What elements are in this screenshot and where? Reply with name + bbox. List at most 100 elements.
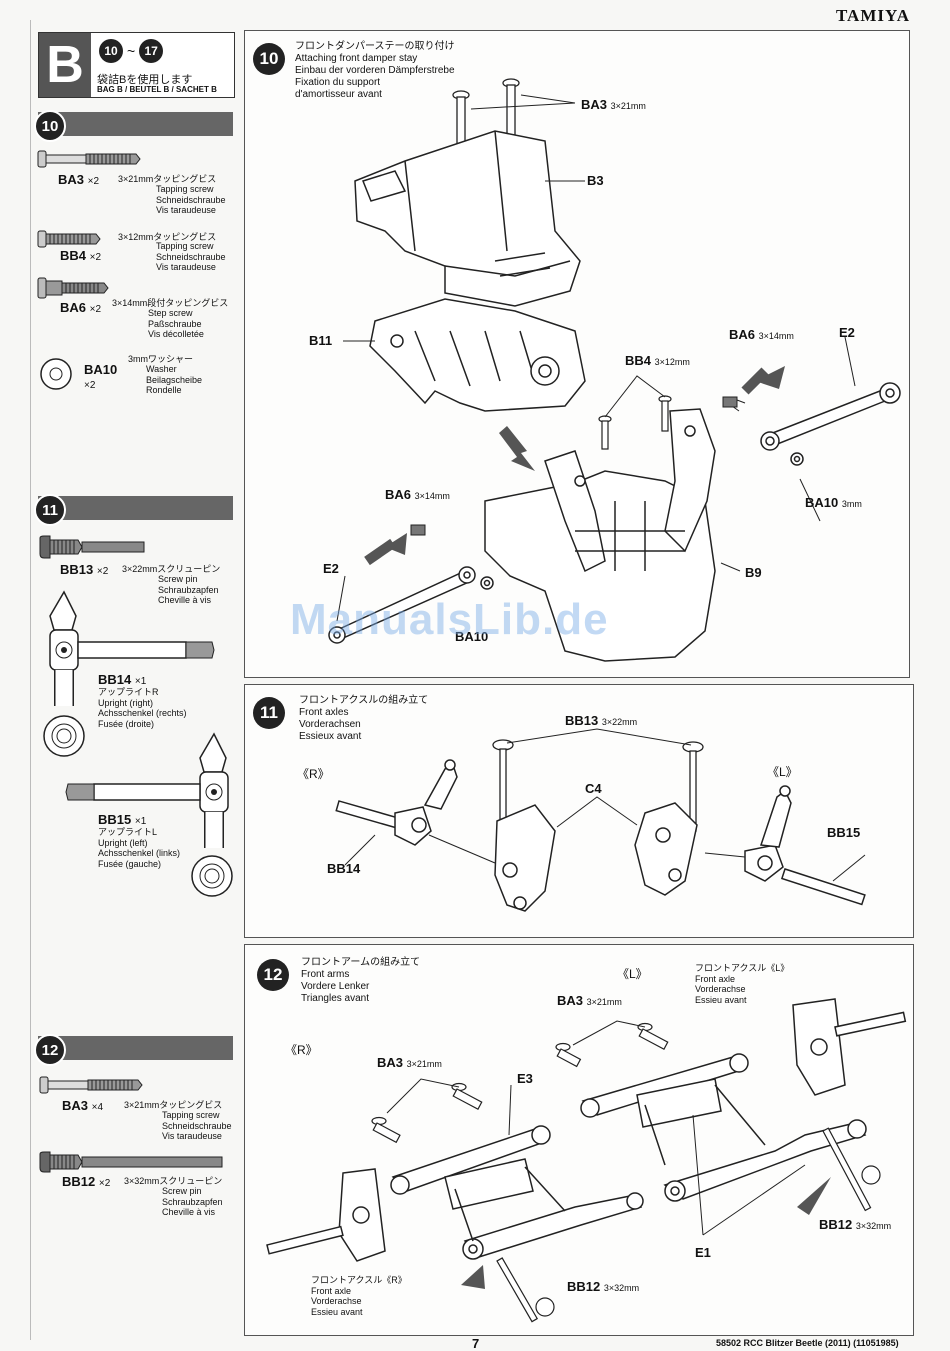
code: BA6: [60, 300, 87, 315]
parts-step-12-number: 12: [34, 1034, 66, 1066]
label-e2-left: E2: [323, 561, 339, 576]
title-de: Vordere Lenker: [301, 981, 370, 992]
qty: ×2: [84, 380, 96, 391]
step-11-panel: 11 フロントアクスルの組み立て Front axles Vorderachse…: [244, 684, 914, 938]
binding-edge: [30, 20, 31, 1340]
part-code-bb14: BB14 ×1: [98, 672, 146, 687]
code: BB15: [98, 812, 132, 827]
desc-en: Screw pin: [162, 1186, 202, 1196]
size: 3×22mm: [601, 717, 638, 727]
desc-de: Beilagscheibe: [146, 374, 203, 385]
label-bb15: BB15: [827, 825, 861, 840]
desc-fr: Fusée (gauche): [98, 858, 162, 869]
range-start: 10: [99, 39, 123, 63]
size: 3×21mm: [406, 1059, 442, 1069]
label-e1: E1: [695, 1245, 711, 1260]
desc-fr: Vis taraudeuse: [162, 1131, 222, 1141]
size: 3mm: [841, 499, 862, 509]
label-b3: B3: [587, 173, 604, 188]
code: BA3: [62, 1098, 89, 1113]
screw-ba3-icon: [37, 150, 141, 168]
code: BA3: [581, 97, 608, 112]
size: 3×12mm: [654, 357, 690, 367]
label-ba6-left: BA6 3×14mm: [385, 487, 450, 502]
title-fr-2: d'amortisseur avant: [295, 89, 382, 100]
qty: ×2: [98, 1178, 111, 1189]
code: BB12: [567, 1279, 601, 1294]
screw-pin-bb13-icon: [39, 535, 145, 559]
step-11-number: 11: [253, 697, 285, 729]
bag-subtitle: BAG B / BEUTEL B / SACHET B: [97, 85, 217, 94]
label-e3: E3: [517, 1071, 533, 1086]
label-front-axle-right: フロントアクスル《R》 Front axle Vorderachse Essie…: [311, 1275, 407, 1317]
label-ba10-right: BA10 3mm: [805, 495, 862, 510]
range-end: 17: [139, 39, 164, 63]
parts-step-10-number: 10: [34, 110, 66, 142]
title-en: Front arms: [301, 969, 350, 980]
step-12-title: フロントアームの組み立て Front arms Vordere Lenker T…: [301, 957, 420, 1005]
axle-fr: Essieu avant: [311, 1306, 363, 1317]
bag-letter: B: [39, 33, 91, 97]
label-b9: B9: [745, 565, 762, 580]
size: 3×21mm: [610, 101, 646, 111]
desc-en: Step screw: [148, 308, 193, 318]
label-bb12-bottom: BB12 3×32mm: [567, 1279, 639, 1294]
step-10-panel: 10 フロントダンパーステーの取り付け Attaching front damp…: [244, 30, 910, 678]
qty: ×2: [89, 252, 102, 263]
title-de: Vorderachsen: [299, 719, 361, 730]
page-number: 7: [472, 1336, 480, 1351]
label-ba3: BA3 3×21mm: [581, 97, 646, 112]
part-spec: 3×32mmスクリューピン: [124, 1176, 223, 1186]
code: BB12: [62, 1174, 96, 1189]
desc-de: Achsschenkel (links): [98, 848, 181, 858]
qty: ×1: [134, 816, 147, 827]
bag-header: B 10 ~ 17 袋詰Bを使用します BAG B / BEUTEL B / S…: [38, 32, 235, 98]
desc-de: Schraubzapfen: [162, 1196, 223, 1207]
label-ba10-left: BA10: [455, 629, 489, 644]
spec: アップライトL: [98, 827, 158, 837]
desc-fr: Vis taraudeuse: [156, 262, 216, 272]
part-code-bb4: BB4 ×2: [60, 248, 101, 263]
part-spec: 3mmワッシャー: [128, 354, 193, 364]
desc-en: Upright (left): [98, 837, 148, 848]
desc-en: Tapping screw: [156, 184, 214, 194]
part-spec: 3×22mmスクリューピン: [122, 564, 221, 574]
part-code-ba10: BA10: [84, 362, 118, 377]
desc-de: Paßschraube: [148, 318, 202, 329]
label-e2-right: E2: [839, 325, 855, 340]
desc-en: Screw pin: [158, 574, 198, 584]
label-right-side: 《R》: [285, 1043, 318, 1057]
step-11-diagram: [335, 728, 866, 912]
desc-fr: Vis taraudeuse: [156, 205, 216, 215]
desc-en: Tapping screw: [162, 1110, 220, 1120]
size: 3×14mm: [758, 331, 794, 341]
upright-right-bb14-icon: [43, 590, 215, 757]
product-code: 58502 RCC Blitzer Beetle (2011) (1105198…: [716, 1338, 899, 1348]
desc-fr: Vis décolletée: [148, 329, 204, 339]
part-code-ba3: BA3 ×4: [62, 1098, 103, 1113]
title-fr: Triangles avant: [301, 993, 369, 1004]
part-spec: 3×21mmタッピングビス: [118, 174, 217, 184]
label-ba3-upper: BA3 3×21mm: [557, 993, 622, 1008]
label-bb14: BB14: [327, 861, 361, 876]
part-desc: Step screw Paßschraube Vis décolletée: [148, 308, 204, 340]
size: 3×14mm: [414, 491, 450, 501]
label-bb4: BB4 3×12mm: [625, 353, 690, 368]
parts-step-12-bar: 12: [34, 1034, 233, 1066]
part-desc: Washer Beilagscheibe Rondelle: [146, 364, 202, 396]
axle-ja: フロントアクスル《L》: [695, 963, 790, 973]
brand-logo: TAMIYA: [835, 6, 910, 25]
label-bb13: BB13 3×22mm: [565, 713, 637, 728]
label-b11: B11: [309, 333, 333, 348]
axle-en: Front axle: [311, 1285, 352, 1296]
code: BA3: [58, 172, 85, 187]
desc-de: Schneidschraube: [162, 1120, 232, 1131]
axle-en: Front axle: [695, 973, 736, 984]
code: BB14: [98, 672, 132, 687]
title-ja: フロントアクスルの組み立て: [299, 695, 429, 706]
code: BB12: [819, 1217, 853, 1232]
step-10-title: フロントダンパーステーの取り付け Attaching front damper …: [295, 41, 455, 101]
qty: ×4: [91, 1102, 104, 1113]
label-right-side: 《R》: [297, 767, 330, 781]
size: 3×32mm: [603, 1283, 640, 1293]
